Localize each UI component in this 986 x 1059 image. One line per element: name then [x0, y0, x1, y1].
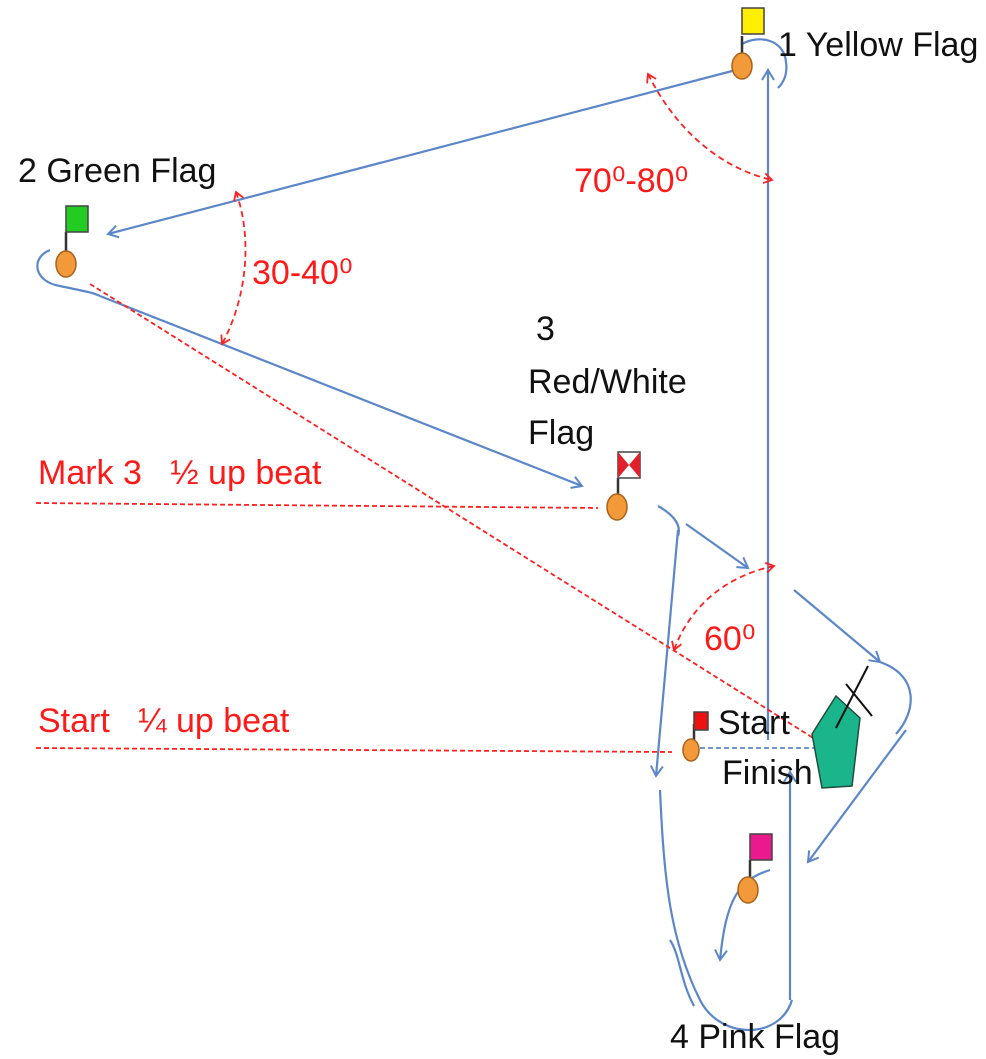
note-start-position: Start ¼ up beat — [38, 702, 290, 740]
loop-mark4-left — [658, 789, 794, 1031]
mark4: 4 Pink Flag — [670, 833, 840, 1056]
mark2: 2 Green Flag — [18, 152, 216, 278]
mark4-flag — [749, 833, 773, 861]
leg-mark3-to-mark4 — [650, 529, 680, 778]
start-pin-buoy — [682, 738, 700, 762]
leg-run-to-mark4 — [806, 729, 907, 864]
course-legs — [36, 38, 912, 1031]
mark3-label-line2: Red/White — [528, 363, 687, 401]
windward-axis — [89, 283, 827, 747]
angle-arc-mark1 — [646, 72, 774, 184]
mark2-buoy — [55, 250, 77, 278]
guides — [35, 283, 827, 753]
start-finish: Start Finish — [682, 665, 873, 792]
start-offset-line — [35, 747, 673, 753]
start-label: Start — [718, 704, 790, 742]
rounding-mark3 — [657, 505, 680, 537]
leg-reach-1 — [685, 523, 750, 570]
mark1-label: 1 Yellow Flag — [778, 26, 978, 64]
mark1-buoy — [731, 52, 753, 80]
angle-label-mark2: 30-40⁰ — [252, 254, 353, 292]
approach-mark4 — [714, 868, 771, 962]
mark4-buoy — [737, 876, 759, 904]
mark4-label: 4 Pink Flag — [670, 1018, 840, 1056]
rounding-committee — [879, 660, 912, 735]
mark3-label-line1: 3 — [536, 310, 555, 348]
angle-arc-start — [671, 561, 776, 652]
mark3: 3 Red/White Flag — [528, 310, 687, 521]
mark2-flag — [65, 205, 89, 233]
finish-label: Finish — [722, 754, 813, 792]
mark3-buoy — [606, 493, 628, 521]
mark1: 1 Yellow Flag — [731, 7, 978, 80]
rounding-mark2 — [36, 248, 101, 297]
angle-arc-mark2 — [220, 190, 247, 346]
mark3-flag-pattern — [618, 452, 640, 478]
inner-approach-mark4 — [669, 939, 695, 1007]
mark3-label-line3: Flag — [528, 414, 594, 452]
mark3-offset-line — [35, 502, 599, 509]
mark2-label: 2 Green Flag — [18, 152, 216, 190]
leg-mark1-to-mark2 — [106, 68, 737, 239]
committee-boat-mast-icon — [835, 665, 873, 729]
angle-label-start: 60⁰ — [704, 620, 755, 658]
angle-arcs — [220, 72, 776, 652]
start-pin-flag — [693, 711, 709, 731]
mark1-flag — [741, 7, 765, 35]
rounding-mark1 — [741, 38, 788, 89]
leg-mark2-to-mark3 — [99, 294, 584, 489]
angle-label-mark1: 70⁰-80⁰ — [574, 162, 688, 200]
note-mark3-position: Mark 3 ½ up beat — [38, 454, 322, 492]
committee-boat — [811, 694, 861, 789]
leg-reach-2 — [793, 589, 882, 664]
